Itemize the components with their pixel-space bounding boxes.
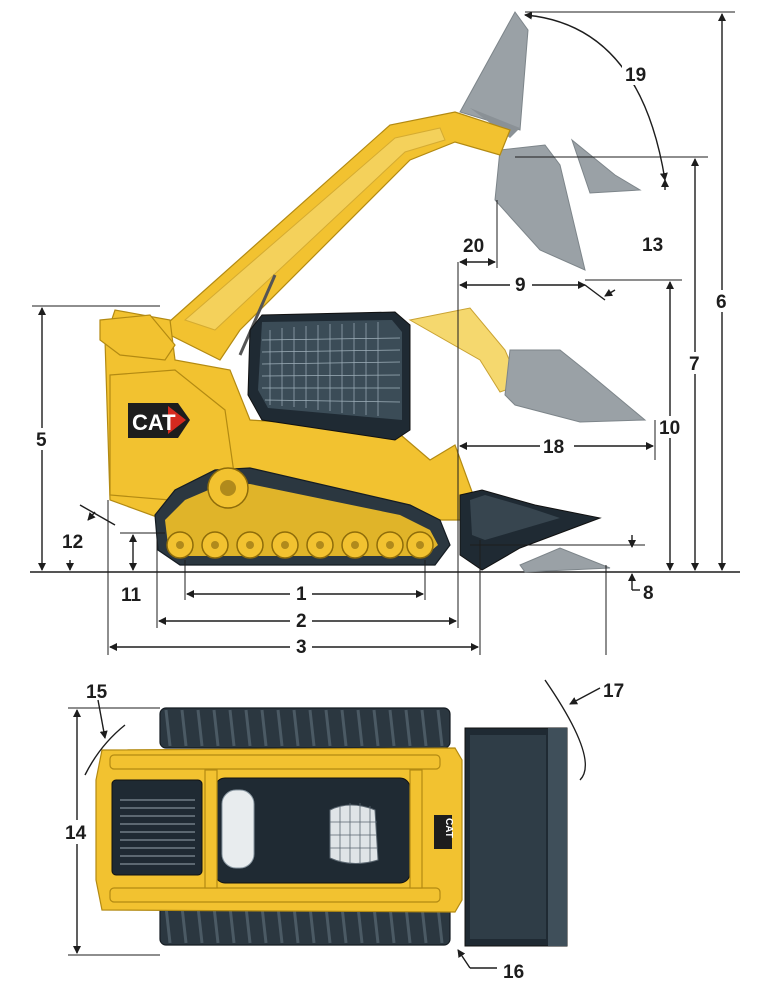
label-dim-10: 10 [659, 418, 680, 439]
roof-window [329, 803, 379, 864]
road-wheel-hub [176, 541, 184, 549]
label-dim-1: 1 [296, 584, 307, 605]
track-tread [212, 709, 220, 747]
track-tread [436, 709, 444, 747]
track-tread [212, 906, 220, 944]
label-dim-6: 6 [716, 292, 727, 313]
track-tread [356, 709, 364, 747]
lift-arm-mid-ghost [408, 307, 647, 423]
engine-grille [120, 799, 195, 865]
road-wheel-hub [416, 541, 424, 549]
track-tread [164, 906, 172, 944]
track-tread [388, 906, 396, 944]
bucket-ground-ghost [519, 547, 611, 573]
dump-angle-arc [524, 11, 668, 181]
track-tread [276, 906, 284, 944]
track-tread [308, 906, 316, 944]
label-dim-19: 19 [625, 65, 646, 86]
track-tread [196, 906, 204, 944]
track-tread [372, 906, 380, 944]
label-dim-13: 13 [642, 235, 663, 256]
track-tread [308, 709, 316, 747]
track-tread [340, 709, 348, 747]
track-tread [180, 906, 188, 944]
cat-logo-top: CAT [434, 815, 454, 849]
cat-logo-side: CAT [128, 403, 190, 438]
bucket-top [464, 727, 568, 947]
label-dim-3: 3 [296, 637, 307, 658]
track-tread [404, 709, 412, 747]
road-wheel-hub [386, 541, 394, 549]
road-wheel-hub [316, 541, 324, 549]
track-tread [420, 709, 428, 747]
road-wheel-hub [211, 541, 219, 549]
label-dim-17: 17 [603, 681, 624, 702]
track-tread [276, 709, 284, 747]
track-tread [340, 906, 348, 944]
cat-logo-top-text: CAT [443, 818, 454, 838]
front-clearance-arc [544, 679, 587, 781]
track-tread [324, 709, 332, 747]
track-tread [228, 709, 236, 747]
label-dim-11: 11 [121, 585, 142, 606]
label-dim-5: 5 [36, 430, 47, 451]
track-tread [260, 906, 268, 944]
road-wheels [166, 531, 434, 559]
rear-clearance-arc [84, 724, 126, 776]
side-view-labels: 1 2 3 5 6 7 8 9 10 11 12 13 18 19 20 [34, 63, 732, 658]
road-wheel-hub [351, 541, 359, 549]
side-view: CAT [30, 11, 740, 658]
track-tread [196, 709, 204, 747]
label-dim-9: 9 [515, 275, 526, 296]
track-tread [260, 709, 268, 747]
bucket-dump-position-ghost [494, 138, 642, 271]
label-dim-2: 2 [296, 611, 307, 632]
track-assembly [154, 467, 451, 566]
lift-arm-raised [158, 111, 511, 361]
label-dim-20: 20 [463, 236, 484, 257]
track-tread [228, 906, 236, 944]
track-tread [292, 906, 300, 944]
track-tread [388, 709, 396, 747]
track-tread [244, 709, 252, 747]
label-dim-16: 16 [503, 962, 524, 983]
label-dim-8: 8 [643, 583, 654, 604]
bucket-lowered [459, 489, 602, 571]
road-wheel-hub [246, 541, 254, 549]
label-dim-12: 12 [62, 532, 83, 553]
track-tread [292, 709, 300, 747]
label-dim-14: 14 [65, 823, 87, 844]
track-tread [180, 709, 188, 747]
track-tread [356, 906, 364, 944]
track-tread [420, 906, 428, 944]
track-tread [324, 906, 332, 944]
cab-grille [261, 322, 401, 416]
top-view-labels: 14 15 16 17 [65, 681, 624, 983]
track-tread [164, 709, 172, 747]
label-dim-7: 7 [689, 354, 700, 375]
body-top: CAT [95, 747, 463, 913]
track-tread [244, 906, 252, 944]
top-view: CAT 14 15 16 17 [65, 679, 624, 983]
track-treads [164, 709, 444, 944]
cat-logo-side-text: CAT [132, 410, 176, 435]
track-tread [372, 709, 380, 747]
road-wheel-hub [281, 541, 289, 549]
machine-body: CAT [99, 309, 476, 521]
label-dim-15: 15 [86, 682, 108, 703]
label-dim-18: 18 [543, 437, 564, 458]
track-tread [436, 906, 444, 944]
track-tread [404, 906, 412, 944]
